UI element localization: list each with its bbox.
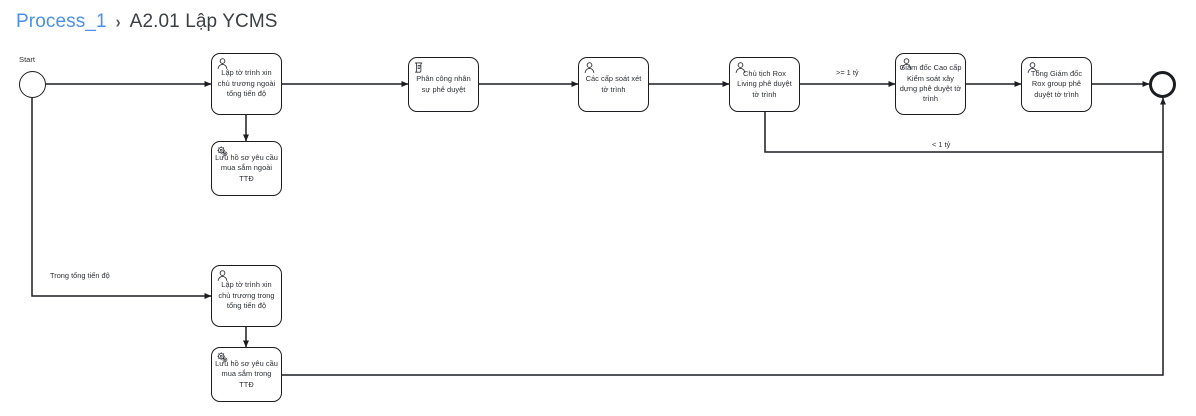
task-giam-doc-cao-cap-kiem-soat[interactable]: Giám đốc Cao cấp Kiểm soát xây dựng phê … xyxy=(895,53,966,115)
task-label: Giám đốc Cao cấp Kiểm soát xây dựng phê … xyxy=(899,63,962,104)
user-icon xyxy=(583,61,596,74)
task-label: Lưu hồ sơ yêu cầu mua sắm trong TTĐ xyxy=(215,358,278,389)
edge-label-trong-tong-tien-do: Trong tổng tiến độ xyxy=(48,271,112,280)
user-icon xyxy=(734,61,747,74)
task-luu-ho-so-trong-ttd[interactable]: Lưu hồ sơ yêu cầu mua sắm trong TTĐ xyxy=(211,347,282,402)
task-label: Các cấp soát xét tờ trình xyxy=(585,74,642,94)
task-label: Lập tờ trình xin chủ trương trong tổng t… xyxy=(218,280,275,311)
user-icon xyxy=(216,269,229,282)
task-label: Phân công nhân sự phê duyệt xyxy=(416,74,471,94)
edge-label-gte-1-ty: >= 1 tỷ xyxy=(834,68,861,77)
start-event-label: Start xyxy=(19,55,36,64)
script-icon xyxy=(413,61,426,74)
breadcrumb-parent-link[interactable]: Process_1 xyxy=(16,11,107,32)
task-chu-tich-rox-living[interactable]: Chủ tịch Rox Living phê duyệt tờ trình xyxy=(729,57,800,112)
edge-start-to-t8 xyxy=(31,98,212,299)
task-label: Lưu hồ sơ yêu cầu mua sắm ngoài TTĐ xyxy=(215,152,278,183)
end-event[interactable] xyxy=(1149,71,1176,98)
user-icon xyxy=(1026,61,1039,74)
breadcrumb: Process_1 › A2.01 Lập YCMS xyxy=(16,8,278,36)
task-label: Tổng Giám đốc Rox group phê duyệt tờ trì… xyxy=(1030,68,1083,99)
edge-label-lt-1-ty: < 1 tỷ xyxy=(930,140,953,149)
gear-icon xyxy=(216,351,229,364)
task-label: Lập tờ trình xin chủ trương ngoài tổng t… xyxy=(217,68,276,99)
edge-t9-to-end xyxy=(282,97,1166,376)
gear-icon xyxy=(216,145,229,158)
task-label: Chủ tịch Rox Living phê duyệt tờ trình xyxy=(737,68,792,99)
chevron-right-icon: › xyxy=(115,12,121,32)
page-title: A2.01 Lập YCMS xyxy=(129,11,278,32)
user-icon xyxy=(900,57,913,70)
user-icon xyxy=(216,57,229,70)
task-luu-ho-so-ngoai-ttd[interactable]: Lưu hồ sơ yêu cầu mua sắm ngoài TTĐ xyxy=(211,141,282,196)
task-lap-to-trinh-trong-ttd[interactable]: Lập tờ trình xin chủ trương trong tổng t… xyxy=(211,265,282,327)
task-tong-giam-doc-rox-group[interactable]: Tổng Giám đốc Rox group phê duyệt tờ trì… xyxy=(1021,57,1092,112)
task-cac-cap-soat-xet[interactable]: Các cấp soát xét tờ trình xyxy=(578,57,649,112)
start-event[interactable] xyxy=(19,71,46,98)
task-lap-to-trinh-ngoai-ttd[interactable]: Lập tờ trình xin chủ trương ngoài tổng t… xyxy=(211,53,282,115)
edge-t4-to-end-lessthan xyxy=(764,112,1163,153)
task-phan-cong-nhan-su[interactable]: Phân công nhân sự phê duyệt xyxy=(408,57,479,112)
